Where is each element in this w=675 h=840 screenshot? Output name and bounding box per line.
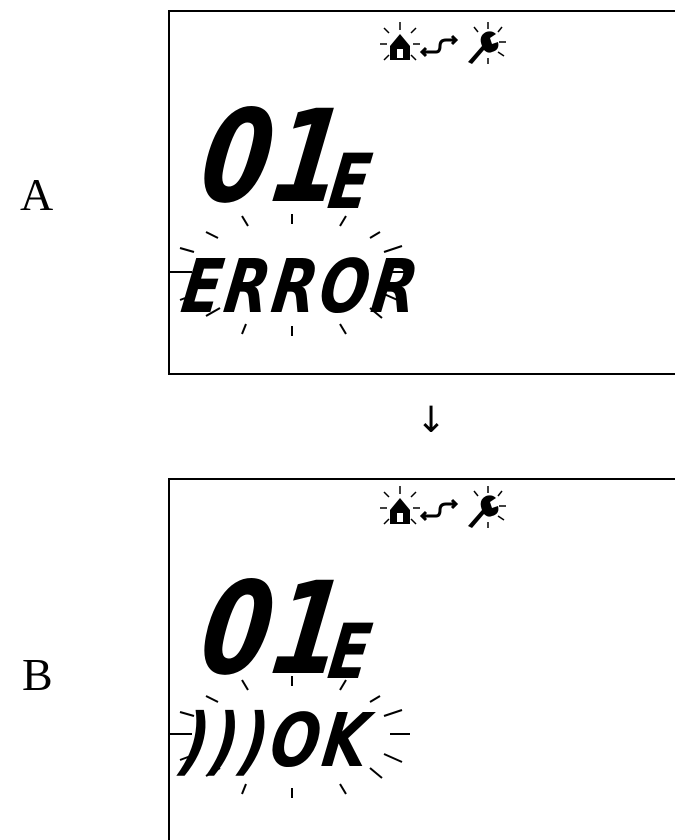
- lcd-screen-b: 01 E )))OK: [168, 478, 675, 840]
- lcd-screen-a: 01 E ERROR: [168, 10, 675, 375]
- status-icons: [380, 22, 506, 64]
- link-arrow-icon: [419, 34, 459, 58]
- status-icons: [380, 486, 506, 528]
- panel-label-b: B: [22, 649, 53, 700]
- error-message: ERROR: [176, 244, 427, 330]
- flash-lines: [170, 676, 410, 798]
- panel-label-a: A: [20, 169, 54, 220]
- house-alarm-icon: [380, 22, 420, 61]
- link-arrow-icon: [419, 498, 459, 522]
- house-alarm-icon: [380, 486, 420, 525]
- down-arrow-icon: ↓: [416, 400, 447, 441]
- wrench-alarm-icon: [468, 22, 506, 64]
- wrench-alarm-icon: [468, 486, 506, 528]
- ok-message: )))OK: [176, 698, 378, 784]
- flash-lines: [170, 214, 410, 336]
